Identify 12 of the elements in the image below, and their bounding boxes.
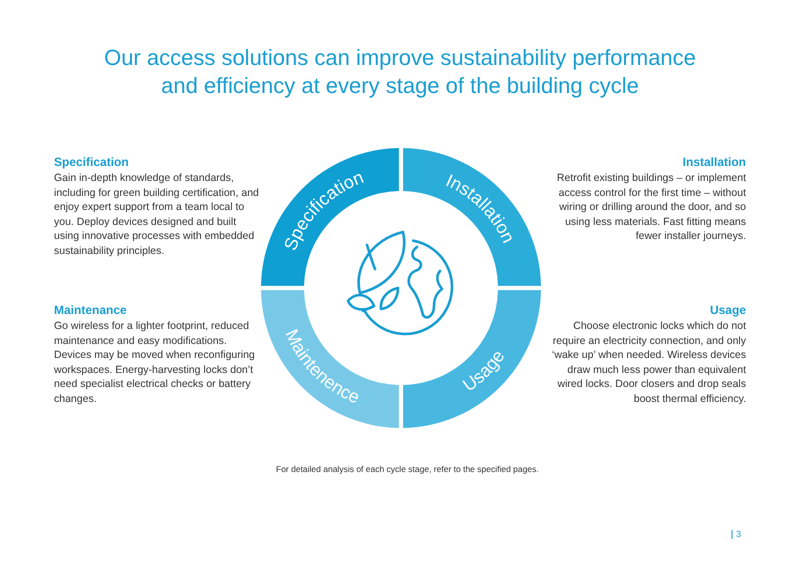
description-text: Choose electronic locks which do not require an electricity connection, and only ‘wake up’ when needed. Wireless devices draw much less power than equivalent wired locks. Door closers and drop seals boost thermal efficiency. (551, 319, 746, 406)
section-heading: Maintenance (54, 303, 128, 318)
section-heading: Specification (54, 155, 130, 170)
footnote-text: For detailed analysis of each cycle stage, refer to the specified pages. (276, 464, 539, 475)
page-number: 3 (736, 529, 742, 540)
description-text: Retrofit existing buildings – or implement access control for the first time – without wiring or drilling around the door, and so using less materials. Fast fitting means fewer installer journeys. (556, 171, 746, 244)
section-heading: Installation (682, 155, 746, 170)
ring-segment (403, 290, 541, 428)
section-heading: Usage (708, 303, 746, 318)
description-text: Gain in-depth knowledge of standards, including for green building certification, and enjoy expert support from a team local to you. Deploy devices designed and built using innovative processes with embedded sustainability principles. (54, 171, 260, 258)
description-text: Go wireless for a lighter footprint, reduced maintenance and easy modifications. Devices may be moved when reconfiguring workspaces. Energy-harvesting locks don’t need specialist electrical checks or battery changes. (54, 319, 256, 406)
page-title: Our access solutions can improve sustainability performance and efficiency at every stage of the building cycle (103, 44, 697, 100)
